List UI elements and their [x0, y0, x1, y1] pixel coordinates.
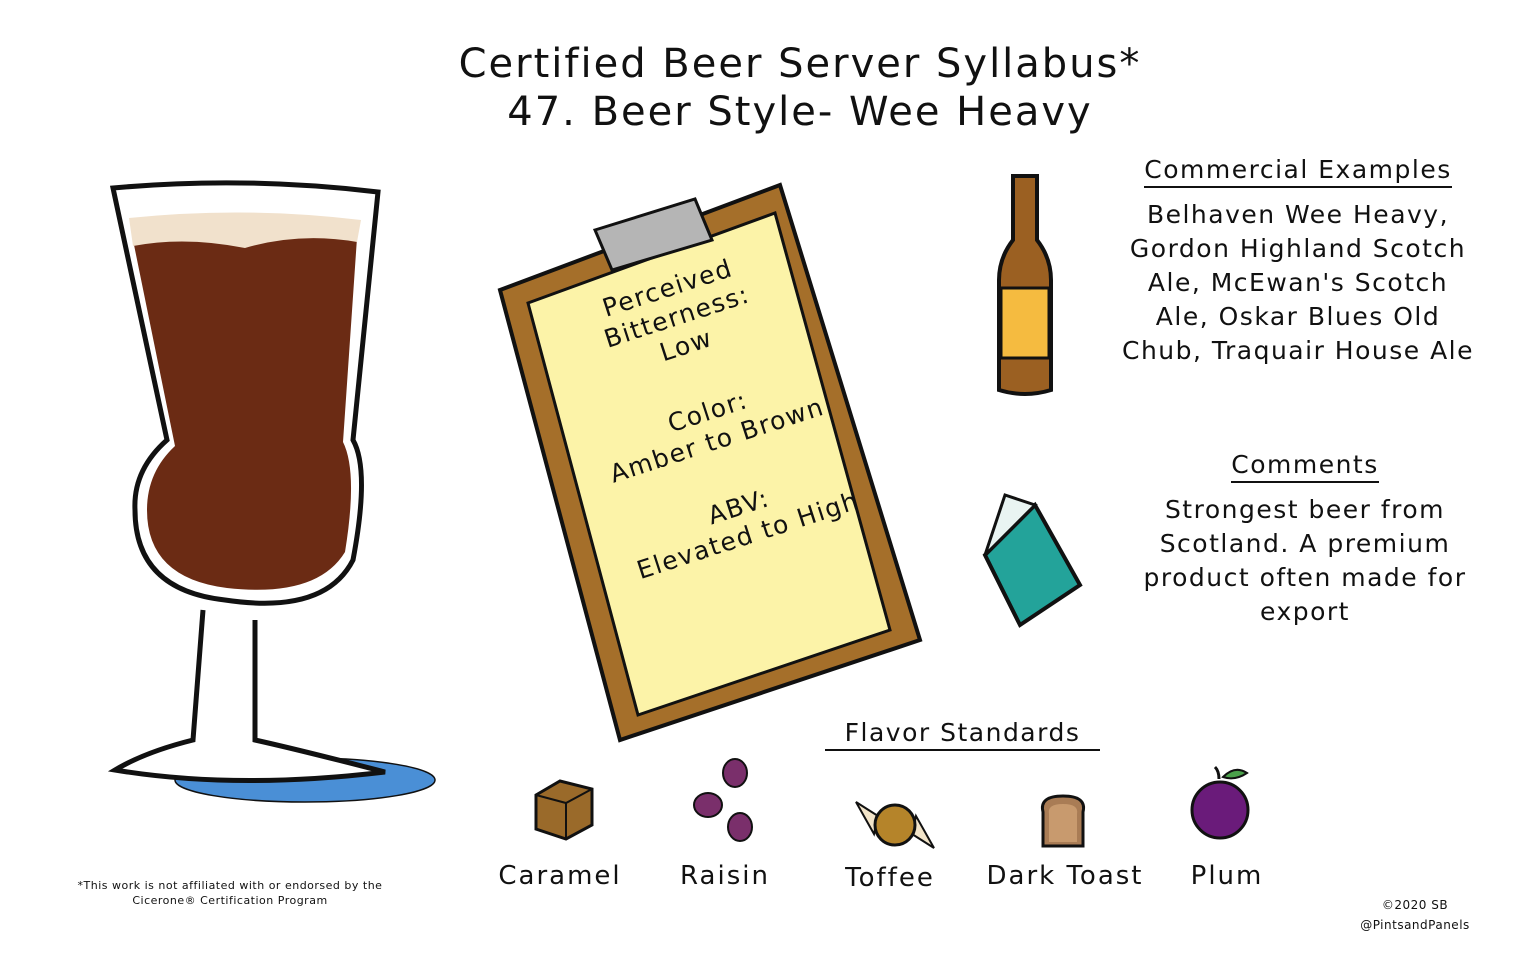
title-line-1: Certified Beer Server Syllabus*	[458, 41, 1142, 87]
flavor-label-plum: Plum	[1190, 861, 1264, 891]
flavor-standards-heading: Flavor Standards	[825, 718, 1100, 751]
comments-text: Strongest beer from Scotland. A premium …	[1143, 495, 1467, 626]
commercial-examples-section: Commercial Examples Belhaven Wee Heavy, …	[1118, 155, 1478, 368]
commercial-examples-text: Belhaven Wee Heavy, Gordon Highland Scot…	[1121, 200, 1475, 365]
plum-icon	[1190, 765, 1250, 840]
caramel-cube-icon	[534, 779, 594, 841]
flavor-label-raisin: Raisin	[680, 861, 770, 891]
comments-section: Comments Strongest beer from Scotland. A…	[1125, 450, 1485, 629]
beer-glass-illustration	[107, 180, 436, 803]
author-handle: @PintsandPanels	[1360, 918, 1470, 932]
toffee-candy-icon	[855, 801, 935, 849]
flavor-label-dark-toast: Dark Toast	[986, 861, 1144, 891]
beer-foam	[129, 212, 361, 248]
beer-liquid	[133, 233, 357, 590]
disclaimer-text: *This work is not affiliated with or end…	[77, 879, 383, 907]
raisin-icon	[693, 758, 753, 842]
flavor-label-caramel: Caramel	[498, 861, 622, 891]
page-title: Certified Beer Server Syllabus* 47. Beer…	[300, 40, 1300, 136]
clipboard-illustration	[497, 182, 923, 743]
beer-bottle-icon	[997, 174, 1053, 396]
flavor-label-toffee: Toffee	[845, 863, 935, 893]
title-line-2: 47. Beer Style- Wee Heavy	[507, 89, 1093, 135]
toast-icon	[1040, 794, 1086, 848]
copyright-text: ©2020 SB	[1381, 898, 1449, 912]
comments-heading: Comments	[1231, 450, 1379, 483]
commercial-examples-heading: Commercial Examples	[1144, 155, 1452, 188]
glass-stem	[107, 609, 386, 784]
book-icon	[982, 493, 1083, 628]
clipboard-clip	[592, 197, 715, 272]
